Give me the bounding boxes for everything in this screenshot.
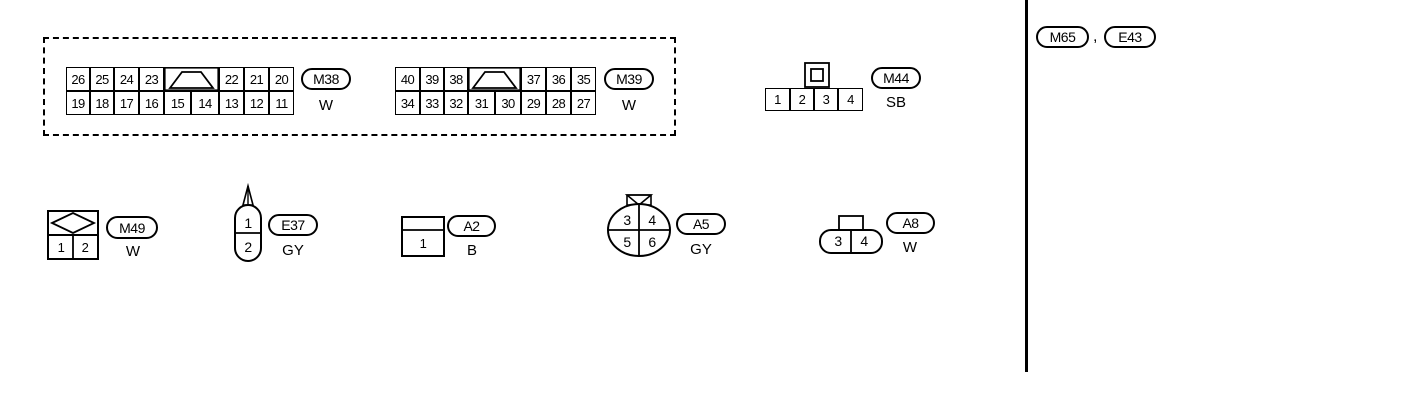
pin-cell: 30	[495, 91, 521, 115]
pin-cell: 21	[244, 67, 269, 91]
connector-label-a8: A8	[886, 212, 935, 234]
pin-cell: 1	[765, 88, 790, 111]
connector-label-m44: M44	[871, 67, 921, 89]
pin-cell: 33	[420, 91, 444, 115]
pin-cell: 37	[521, 67, 546, 91]
pin-cell: 32	[444, 91, 468, 115]
connector-latch-icon	[468, 67, 522, 91]
pin-cell: 2	[790, 88, 814, 111]
wire-color-m39: W	[621, 97, 637, 114]
connector-m39: 40 39 38 37 36 35 34 33 32 31 30 29 28 2…	[395, 67, 603, 115]
pin-cell: 3	[814, 88, 838, 111]
connector-m44: 1 2 3 4	[765, 88, 863, 111]
pin-cell: 18	[90, 91, 114, 115]
connector-m38: 26 25 24 23 22 21 20 19 18 17 16 15 14 1…	[66, 67, 296, 115]
pin-cell: 29	[521, 91, 546, 115]
pin-cell: 3	[834, 233, 842, 249]
pin-cell: 25	[90, 67, 114, 91]
pin-cell: 31	[468, 91, 495, 115]
pin-cell: 15	[164, 91, 191, 115]
pin-cell: 12	[244, 91, 269, 115]
pin-cell: 1	[244, 215, 252, 231]
wire-color-e37: GY	[282, 242, 304, 259]
pin-cell: 13	[219, 91, 244, 115]
pin-cell: 5	[623, 234, 631, 250]
label-separator: ,	[1093, 28, 1098, 45]
pin-cell: 38	[444, 67, 468, 91]
pin-cell: 1	[57, 240, 65, 255]
wire-color-m38: W	[318, 97, 334, 114]
pin-cell: 6	[648, 234, 656, 250]
wire-color-m49: W	[125, 243, 141, 260]
pin-cell: 35	[571, 67, 596, 91]
wire-color-a2: B	[466, 242, 477, 259]
pin-cell: 1	[419, 235, 427, 251]
pin-cell: 39	[420, 67, 444, 91]
wire-color-m44: SB	[885, 94, 906, 111]
connector-label-a5: A5	[676, 213, 726, 235]
pin-cell: 19	[66, 91, 90, 115]
pin-cell: 22	[219, 67, 244, 91]
pin-cell: 34	[395, 91, 420, 115]
connector-label-m65: M65	[1036, 26, 1089, 48]
pin-cell: 2	[244, 239, 252, 255]
pin-cell: 36	[546, 67, 571, 91]
pin-cell: 24	[114, 67, 139, 91]
pin-cell: 16	[139, 91, 164, 115]
pin-cell: 2	[81, 240, 89, 255]
pin-cell: 4	[648, 212, 656, 228]
connector-label-a2: A2	[447, 215, 496, 237]
connector-m49-pins: 1 2	[48, 236, 98, 259]
panel-divider	[1025, 0, 1028, 372]
connector-label-m49: M49	[106, 216, 158, 239]
pin-cell: 23	[139, 67, 164, 91]
pin-cell: 11	[269, 91, 294, 115]
pin-cell: 4	[838, 88, 863, 111]
connector-label-m39: M39	[604, 68, 654, 90]
wire-color-a8: W	[902, 239, 918, 256]
connector-a8-body-icon	[819, 215, 883, 254]
connector-label-e37: E37	[268, 214, 318, 236]
pin-cell: 4	[860, 233, 868, 249]
pin-cell: 27	[571, 91, 596, 115]
connector-m49-body-icon	[47, 210, 99, 260]
pin-cell: 40	[395, 67, 420, 91]
pin-cell: 26	[66, 67, 90, 91]
connector-a5-body-icon	[607, 194, 671, 257]
connector-e37-body-icon	[234, 182, 262, 262]
pin-cell: 28	[546, 91, 571, 115]
connector-label-m38: M38	[301, 68, 351, 90]
pin-cell: 3	[623, 212, 631, 228]
connector-m44-key-icon	[804, 62, 830, 88]
connector-label-e43: E43	[1104, 26, 1156, 48]
connector-latch-icon	[164, 67, 220, 91]
connector-a2-body-icon	[401, 216, 445, 257]
pin-cell: 14	[191, 91, 219, 115]
dashed-group-outline	[43, 37, 676, 136]
pin-cell: 20	[269, 67, 294, 91]
wire-color-a5: GY	[690, 241, 712, 258]
pin-cell: 17	[114, 91, 139, 115]
